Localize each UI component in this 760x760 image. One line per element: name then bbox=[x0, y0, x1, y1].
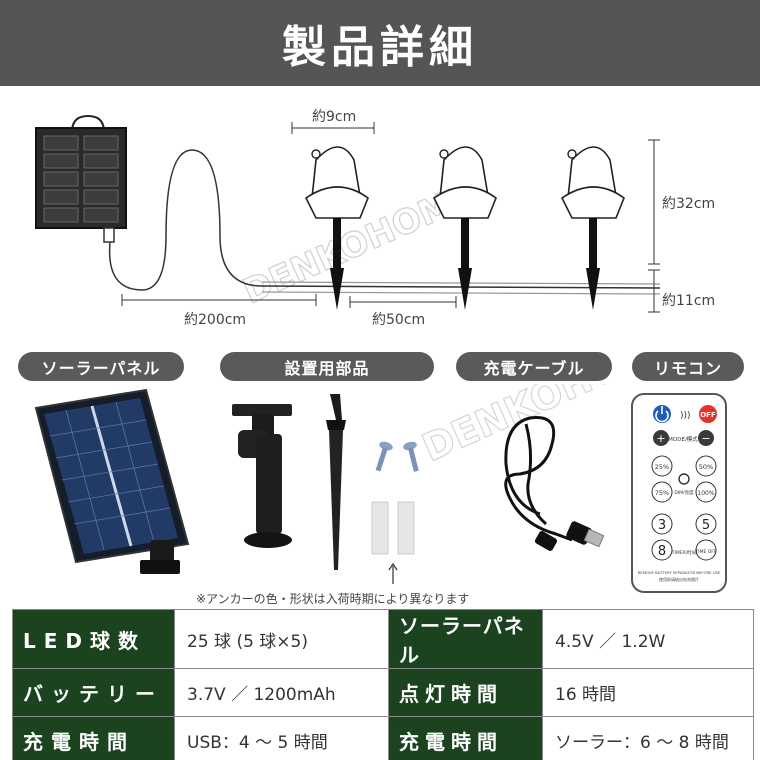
remote-75-text: 75% bbox=[655, 489, 669, 497]
width-label: 約9cm bbox=[312, 109, 357, 125]
spacing-label: 約50cm bbox=[372, 312, 426, 328]
spec-row: バッテリー 3.7V ／ 1200mAh 点灯時間 16 時間 bbox=[12, 668, 754, 717]
remote-50-text: 50% bbox=[699, 463, 713, 471]
remote-8-text: 8 bbox=[658, 544, 666, 559]
spec-key-lighting-time: 点灯時間 bbox=[388, 668, 543, 717]
spec-value-led-count: 25 球 (5 球×5) bbox=[174, 609, 389, 669]
part-label-solar-panel: ソーラーパネル bbox=[18, 352, 184, 381]
spec-table: LED球数 25 球 (5 球×5) ソーラーパネル 4.5V ／ 1.2W バ… bbox=[12, 609, 754, 760]
spec-value-lighting-time: 16 時間 bbox=[542, 668, 754, 717]
dimension-diagram: DENKOHOME bbox=[0, 86, 760, 348]
mounting-bracket bbox=[232, 404, 292, 548]
cable-line bbox=[108, 149, 661, 291]
dimension-svg: DENKOHOME bbox=[35, 114, 661, 313]
stake-length-label: 約11cm bbox=[662, 293, 716, 309]
spec-value-charge-time-solar: ソーラー：6 〜 8 時間 bbox=[542, 716, 754, 760]
page-header: 製品詳細 bbox=[0, 0, 760, 86]
part-label-mounting-parts: 設置用部品 bbox=[220, 352, 434, 381]
wall-anchors bbox=[371, 501, 415, 584]
spec-key-led-count: LED球数 bbox=[12, 609, 175, 669]
remote-dim-text: DIM/亮度 bbox=[674, 489, 694, 496]
remote-25-text: 25% bbox=[655, 463, 669, 471]
svg-text:))): ))) bbox=[680, 411, 691, 421]
solar-panel-product bbox=[34, 388, 190, 574]
page-title: 製品詳細 bbox=[282, 22, 478, 73]
gnome-light-2 bbox=[432, 146, 497, 310]
svg-text:+: + bbox=[656, 432, 665, 445]
parts-svg: DENKOHOME bbox=[34, 317, 727, 593]
spec-row: 充電時間 USB：4 〜 5 時間 充電時間 ソーラー：6 〜 8 時間 bbox=[12, 716, 754, 760]
spec-key-solar-panel: ソーラーパネル bbox=[388, 609, 543, 669]
spec-value-charge-time-usb: USB：4 〜 5 時間 bbox=[174, 716, 389, 760]
svg-text:−: − bbox=[701, 432, 710, 445]
ground-spike bbox=[326, 394, 346, 570]
remote-timer-text: TIMER/时间 bbox=[671, 549, 697, 556]
remote-3-text: 3 bbox=[658, 518, 666, 533]
remote-timer-off-text: TIME OFF bbox=[695, 549, 717, 555]
remote-off-text: OFF bbox=[700, 411, 716, 419]
solar-panel-diagram bbox=[35, 114, 127, 243]
remote-warning-text: REMOVE BATTERY SEPARATOR BEFORE USE bbox=[638, 570, 721, 575]
charging-cable bbox=[504, 416, 573, 542]
gnome-light-1 bbox=[304, 146, 369, 310]
spec-key-charge-time-usb: 充電時間 bbox=[12, 716, 175, 760]
height-label: 約32cm bbox=[662, 196, 716, 212]
gnome-light-3 bbox=[560, 146, 625, 310]
remote-mode-text: MODE/模式 bbox=[668, 435, 698, 443]
spec-key-battery: バッテリー bbox=[12, 668, 175, 717]
remote-control: ))) OFF + MODE/模式 − 25% 50% 75% 100% DIM… bbox=[631, 393, 727, 593]
anchor-note: ※アンカーの色・形状は入荷時期により異なります bbox=[196, 592, 470, 606]
remote-5-text: 5 bbox=[702, 518, 710, 533]
cable-length-label: 約200cm bbox=[184, 312, 247, 328]
spec-key-charge-time-solar: 充電時間 bbox=[388, 716, 543, 760]
screws bbox=[375, 441, 419, 472]
remote-warning-cn-text: 使用前请抽出电池隔片 bbox=[659, 576, 699, 582]
part-label-charging-cable: 充電ケーブル bbox=[456, 352, 612, 381]
part-label-remote: リモコン bbox=[632, 352, 744, 381]
spec-value-solar-panel: 4.5V ／ 1.2W bbox=[542, 609, 754, 669]
parts-illustrations: DENKOHOME bbox=[0, 317, 760, 610]
spec-value-battery: 3.7V ／ 1200mAh bbox=[174, 668, 389, 717]
spec-row: LED球数 25 球 (5 球×5) ソーラーパネル 4.5V ／ 1.2W bbox=[12, 609, 754, 669]
remote-100-text: 100% bbox=[697, 490, 714, 497]
